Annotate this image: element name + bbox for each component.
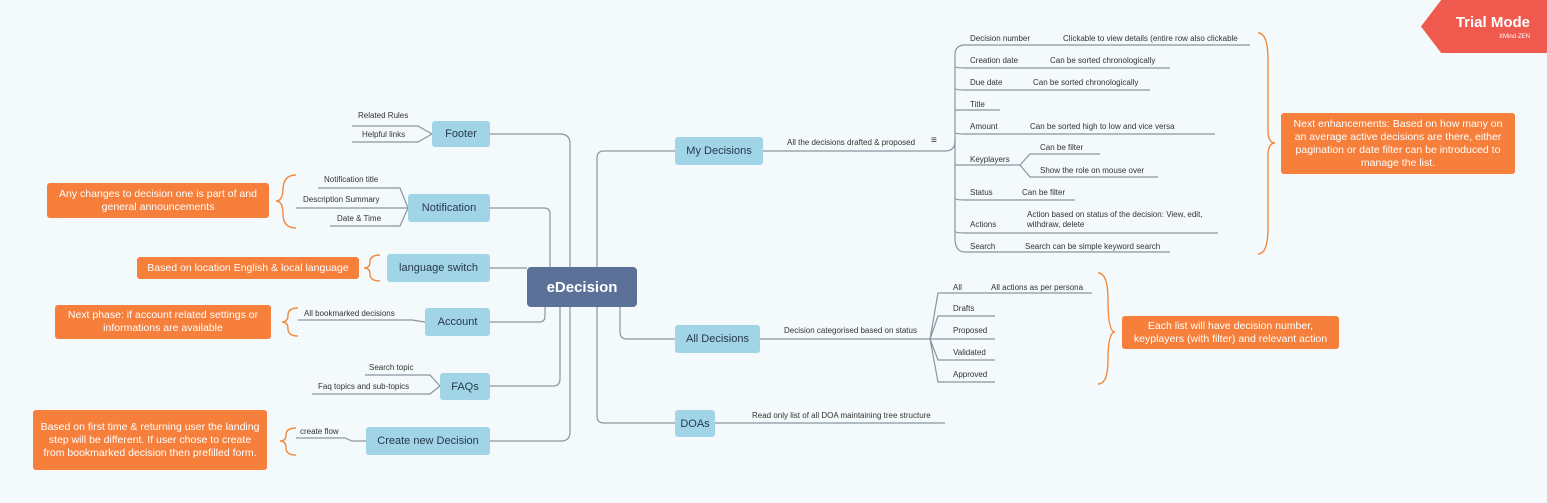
create-item-create-flow[interactable]: create flow [300, 427, 339, 436]
note-language[interactable]: Based on location English & local langua… [137, 257, 359, 279]
note-account[interactable]: Next phase: if account related settings … [55, 305, 271, 339]
all-decisions-description[interactable]: Decision categorised based on status [784, 326, 917, 335]
field-search-detail[interactable]: Search can be simple keyword search [1025, 242, 1161, 251]
topic-language-switch[interactable]: language switch [387, 254, 490, 282]
trial-mode-subtitle: XMind·ZEN [1498, 34, 1530, 40]
my-decisions-description[interactable]: All the decisions drafted & proposed [787, 138, 916, 147]
field-search[interactable]: Search [970, 242, 996, 251]
connector-create [490, 300, 571, 442]
connector-my-decisions [596, 150, 675, 285]
topic-create-new-decision[interactable]: Create new Decision [366, 427, 490, 455]
status-item-validated[interactable]: Validated [953, 348, 986, 357]
status-item-drafts[interactable]: Drafts [953, 304, 975, 313]
faqs-item-search-topic[interactable]: Search topic [369, 363, 414, 372]
footer-item-helpful-links[interactable]: Helpful links [362, 130, 406, 139]
field-status-detail[interactable]: Can be filter [1022, 188, 1066, 197]
bracket-language [363, 254, 381, 282]
bracket-account [281, 307, 299, 337]
trial-mode-badge: Trial Mode XMind·ZEN [1421, 0, 1547, 53]
topic-footer[interactable]: Footer [432, 121, 490, 147]
field-decision-number[interactable]: Decision number [970, 34, 1031, 43]
connector-faqs [490, 300, 561, 387]
topic-all-decisions[interactable]: All Decisions [675, 325, 760, 353]
bracket-my-decisions [1257, 32, 1276, 255]
bracket-all-decisions [1097, 272, 1116, 385]
field-keyplayers-detail-role[interactable]: Show the role on mouse over [1040, 166, 1145, 175]
connector-account [490, 300, 546, 323]
faqs-item-faq-topics[interactable]: Faq topics and sub-topics [318, 382, 410, 391]
field-keyplayers[interactable]: Keyplayers [970, 155, 1010, 164]
doas-description[interactable]: Read only list of all DOA maintaining tr… [752, 411, 931, 420]
topic-notification[interactable]: Notification [408, 194, 490, 222]
field-due-date-detail[interactable]: Can be sorted chronologically [1033, 78, 1139, 87]
field-actions[interactable]: Actions [970, 220, 997, 229]
bracket-notification [275, 174, 297, 229]
note-notification[interactable]: Any changes to decision one is part of a… [47, 183, 269, 218]
notification-item-date-time[interactable]: Date & Time [337, 214, 382, 223]
status-item-all-detail[interactable]: All actions as per persona [991, 283, 1084, 292]
field-actions-detail[interactable]: Action based on status of the decision: … [1027, 210, 1203, 229]
field-keyplayers-detail-filter[interactable]: Can be filter [1040, 143, 1084, 152]
field-amount[interactable]: Amount [970, 122, 998, 131]
notification-item-title[interactable]: Notification title [324, 175, 379, 184]
field-creation-date-detail[interactable]: Can be sorted chronologically [1050, 56, 1156, 65]
notes-icon: ≡ [931, 135, 937, 146]
notification-item-summary[interactable]: Description Summary [303, 195, 380, 204]
field-decision-number-detail[interactable]: Clickable to view details (entire row al… [1063, 34, 1238, 43]
connector-footer [490, 133, 571, 285]
field-title[interactable]: Title [970, 100, 985, 109]
connector-notification [490, 207, 551, 285]
note-create[interactable]: Based on first time & returning user the… [33, 410, 267, 470]
connector-doas [596, 307, 675, 424]
topic-account[interactable]: Account [425, 308, 490, 336]
field-amount-detail[interactable]: Can be sorted high to low and vice versa [1030, 122, 1175, 131]
field-creation-date[interactable]: Creation date [970, 56, 1019, 65]
footer-item-related-rules[interactable]: Related Rules [358, 111, 409, 120]
bracket-create [279, 427, 297, 456]
connector-all-decisions [619, 307, 675, 340]
note-my-decisions[interactable]: Next enhancements: Based on how many on … [1281, 113, 1515, 174]
field-status[interactable]: Status [970, 188, 993, 197]
note-all-decisions[interactable]: Each list will have decision number, key… [1122, 316, 1339, 349]
root-topic[interactable]: eDecision [527, 267, 637, 307]
status-item-approved[interactable]: Approved [953, 370, 988, 379]
topic-doas[interactable]: DOAs [675, 410, 715, 437]
status-item-all[interactable]: All [953, 283, 962, 292]
account-item-bookmarked[interactable]: All bookmarked decisions [304, 309, 395, 318]
field-due-date[interactable]: Due date [970, 78, 1003, 87]
status-item-proposed[interactable]: Proposed [953, 326, 988, 335]
topic-faqs[interactable]: FAQs [440, 373, 490, 400]
topic-my-decisions[interactable]: My Decisions [675, 137, 763, 165]
trial-mode-title: Trial Mode [1455, 14, 1530, 31]
